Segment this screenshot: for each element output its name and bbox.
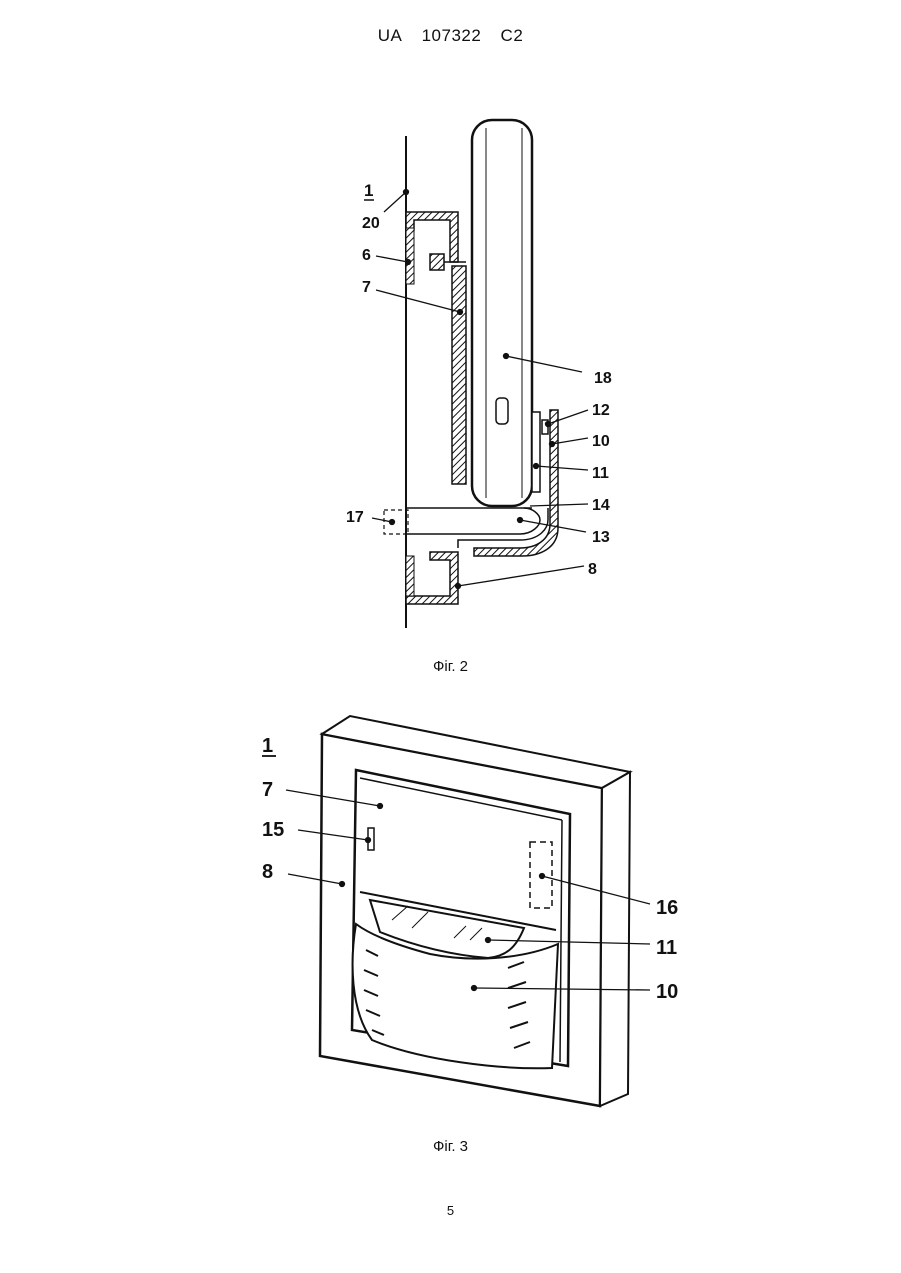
- label-14: 14: [592, 497, 610, 514]
- fig3-label-10: 10: [656, 981, 678, 1003]
- label-11: 11: [592, 465, 609, 482]
- dashed-17: [384, 510, 408, 534]
- wall-insert-6: [406, 228, 414, 284]
- part-11: [532, 412, 540, 492]
- plate-7: [452, 266, 466, 484]
- label-7: 7: [362, 279, 371, 296]
- part-11-tray: [370, 900, 524, 958]
- label-1: 1: [364, 181, 373, 200]
- fig3-label-11: 11: [656, 937, 677, 959]
- phone-18: [472, 120, 532, 506]
- label-10: 10: [592, 433, 610, 450]
- outer-frame-side: [600, 772, 630, 1106]
- label-8: 8: [588, 561, 597, 578]
- outer-frame-front: [320, 734, 602, 1106]
- pocket-body-10: [353, 924, 558, 1068]
- fig3-label-8: 8: [262, 861, 273, 883]
- fig3-label-1: 1: [262, 735, 273, 757]
- label-17: 17: [346, 509, 364, 526]
- label-6: 6: [362, 247, 371, 264]
- fig3-label-7: 7: [262, 779, 273, 801]
- right-vent-marks: [508, 962, 530, 1048]
- fig3-label-16: 16: [656, 897, 678, 919]
- left-vent-marks: [364, 950, 384, 1035]
- inner-panel-7: [352, 770, 570, 1066]
- small-block: [430, 254, 444, 270]
- figure-3-caption: Фіг. 3: [0, 1138, 901, 1155]
- phone-button: [496, 398, 508, 424]
- label-18: 18: [594, 370, 612, 387]
- page-number: 5: [0, 1203, 901, 1218]
- pocket-opening: [360, 892, 556, 930]
- element-15: [368, 828, 374, 850]
- label-20: 20: [362, 215, 380, 232]
- label-12: 12: [592, 402, 610, 419]
- fig3-label-15: 15: [262, 819, 284, 841]
- figure-2-caption: Фіг. 2: [0, 658, 901, 675]
- dashed-16: [530, 842, 552, 908]
- figure-2-drawing: 1 20 6 7 18 12 10 11 14 17 13 8: [0, 0, 901, 660]
- label-13: 13: [592, 529, 610, 546]
- outer-frame-top: [322, 716, 630, 788]
